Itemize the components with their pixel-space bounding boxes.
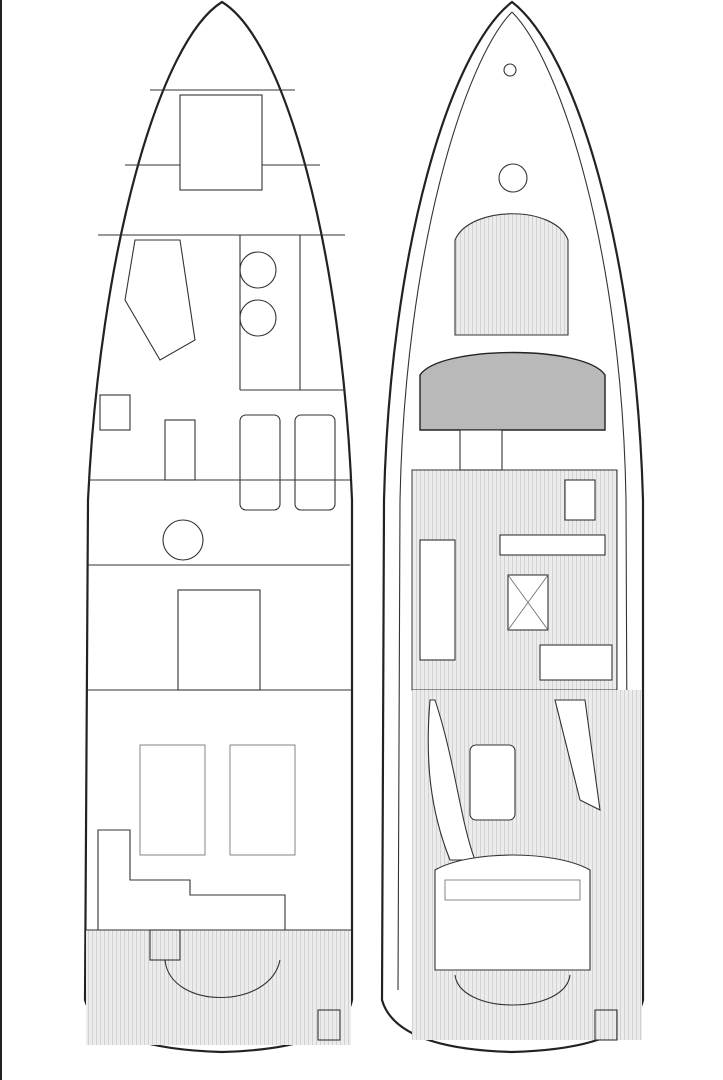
- anchor-fitting: [503, 63, 517, 77]
- bunk: [239, 414, 281, 511]
- engines: [139, 744, 296, 856]
- shower-circle: [162, 519, 204, 561]
- galley-stove: [99, 394, 131, 431]
- stairs: [164, 419, 196, 481]
- head-compartment: [239, 235, 345, 391]
- foredeck-sunpad: [454, 213, 569, 336]
- lower-cockpit-teak: [86, 930, 351, 1045]
- main-deck-plan: [317, 0, 645, 1054]
- cockpit-wetbar: [554, 699, 601, 811]
- shower-circle: [239, 251, 277, 289]
- forward-berth: [179, 94, 263, 191]
- bunk: [294, 414, 336, 511]
- main-hull-outline: [380, 0, 645, 1054]
- sunpad-cushion: [444, 879, 581, 901]
- lower-deck-plan: [83, 0, 354, 1054]
- foredeck-hatch: [498, 163, 528, 193]
- dinette-seat: [124, 239, 196, 361]
- aft-berth: [177, 589, 261, 691]
- image-left-border: [0, 0, 2, 1080]
- stern-locker-lower: [317, 1009, 341, 1041]
- helm-seat: [564, 479, 596, 521]
- side-deck-lines: [397, 11, 629, 991]
- shower-circle: [239, 299, 277, 337]
- aft-sunpad: [434, 854, 591, 971]
- cockpit-seat-left: [427, 699, 476, 861]
- settee: [539, 644, 613, 681]
- cockpit-seat: [164, 959, 281, 998]
- settee: [499, 534, 606, 556]
- crew-cabin: [97, 829, 286, 931]
- companionway-steps: [459, 429, 503, 471]
- side-sofa: [419, 539, 456, 661]
- cockpit-table: [469, 744, 516, 821]
- table-cross: [507, 574, 549, 631]
- windshield: [419, 351, 606, 431]
- stern-locker: [594, 1009, 618, 1041]
- lower-hull-outline: [83, 0, 354, 1054]
- swim-platform-seat: [454, 974, 571, 1006]
